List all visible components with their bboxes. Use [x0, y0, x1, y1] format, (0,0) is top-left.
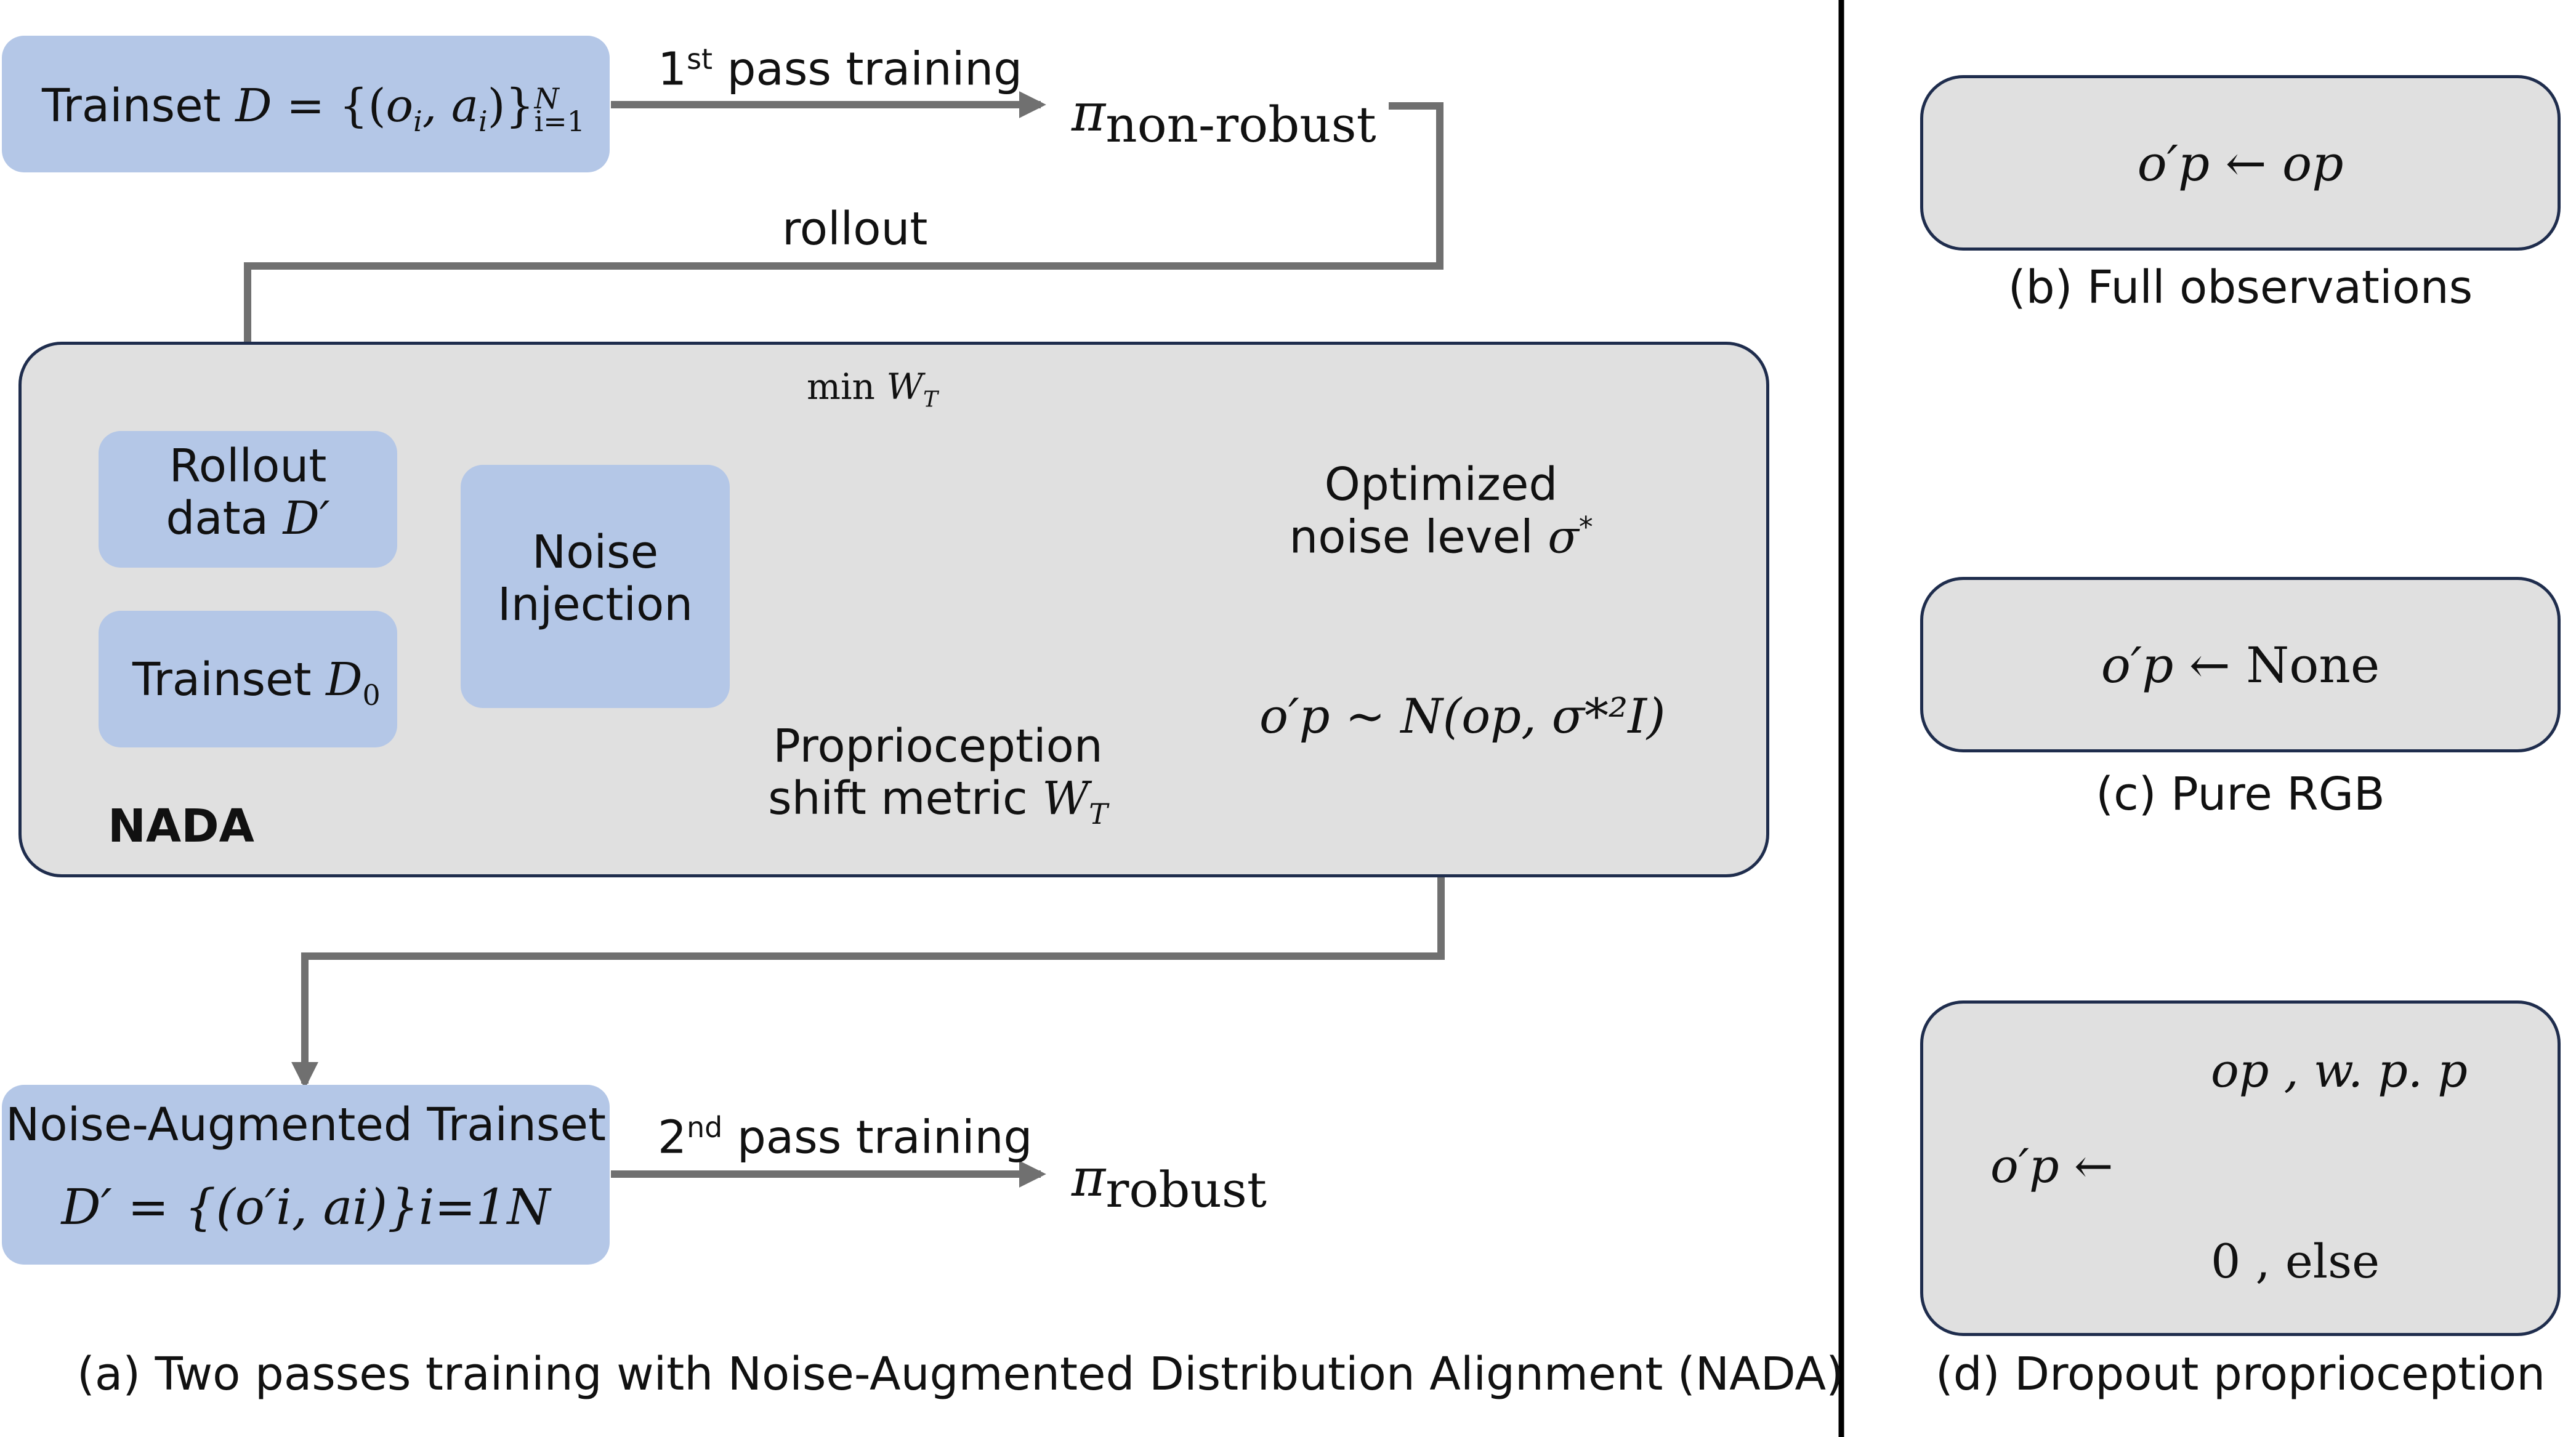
noise-injection-box [461, 465, 730, 708]
panel-a-caption: (a) Two passes training with Noise-Augme… [77, 1348, 1844, 1401]
panel-c-caption: (c) Pure RGB [2096, 768, 2385, 821]
rollout-connector [234, 102, 1443, 438]
min-wt-label: min WT [807, 366, 938, 413]
full-observations-box [1920, 75, 2561, 251]
pure-rgb-formula: o′p ← None [2101, 637, 2380, 694]
trainset0-box [99, 611, 397, 747]
dropout-box [1920, 1000, 2561, 1336]
optimized-noise-label: Optimized noise level σ* [1289, 458, 1593, 564]
second-pass-label: 2nd pass training [658, 1111, 1033, 1164]
pi-nonrobust: πnon-robust [1072, 83, 1376, 153]
trainset-box [2, 36, 610, 172]
pi-robust: πrobust [1072, 1148, 1267, 1218]
panel-d-caption: (d) Dropout proprioception [1935, 1348, 2546, 1401]
dropout-case-zero: 0 , else [2211, 1234, 2380, 1289]
noise-augmented-box [2, 1085, 610, 1265]
pure-rgb-box [1920, 577, 2561, 752]
panel-b-caption: (b) Full observations [2008, 261, 2473, 314]
full-observations-formula: o′p ← op [2137, 135, 2344, 192]
trainset0-label: Trainset D0 [132, 653, 381, 712]
dropout-lhs: o′p ← [1990, 1138, 2114, 1193]
dropout-case-keep: op , w. p. p [2211, 1043, 2468, 1098]
noise-augmented-title: Noise-Augmented Trainset [5, 1098, 607, 1151]
rollout-data-label: Rollout data D′ [166, 440, 330, 545]
nada-label: NADA [108, 800, 254, 853]
noise-injection-label: Noise Injection [497, 526, 693, 632]
rollout-data-box [99, 431, 397, 568]
noise-formula: o′p ~ N(op, σ*²I) [1259, 689, 1666, 744]
noise-augmented-formula: D′ = {(o′i, ai)}i=1N [61, 1178, 551, 1236]
shift-metric-label: Proprioception shift metric WT [768, 720, 1108, 831]
first-pass-label: 1st pass training [658, 42, 1023, 96]
rollout-label: rollout [782, 203, 928, 256]
